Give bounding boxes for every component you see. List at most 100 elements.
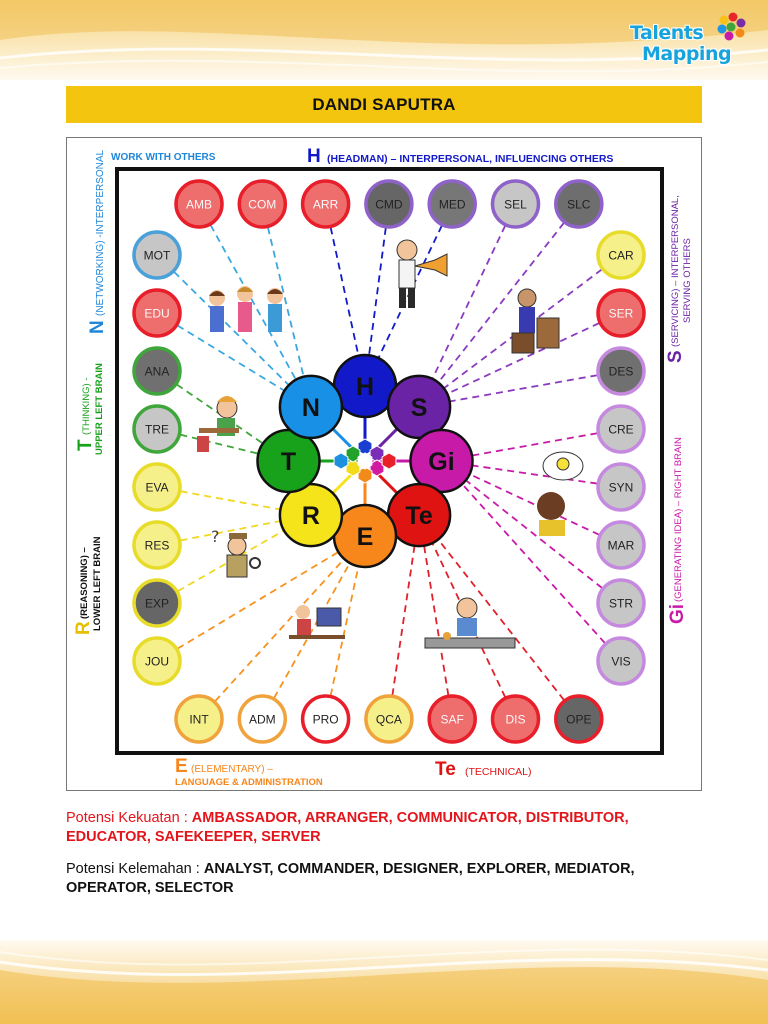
connector-eva bbox=[156, 486, 312, 516]
talent-node-amb: AMB bbox=[174, 179, 224, 229]
svg-text:DES: DES bbox=[609, 365, 634, 379]
work-with-others-label: WORK WITH OTHERS bbox=[111, 152, 216, 163]
strength-potential: Potensi Kekuatan : AMBASSADOR, ARRANGER,… bbox=[66, 809, 702, 847]
talents-map-diagram: WORK WITH OTHERS H (HEADMAN) – INTERPERS… bbox=[73, 146, 693, 788]
talent-node-exp: EXP bbox=[132, 578, 182, 628]
connector-slc bbox=[418, 203, 580, 408]
talent-node-car: CAR bbox=[596, 230, 646, 280]
reasoning-label: (REASONING) – bbox=[79, 547, 90, 619]
porter-luggage-illustration bbox=[511, 288, 560, 354]
talent-node-mar: MAR bbox=[596, 520, 646, 570]
svg-text:T: T bbox=[281, 448, 296, 476]
svg-text:CMD: CMD bbox=[375, 198, 403, 212]
connector-jou bbox=[156, 535, 366, 662]
s-letter: S bbox=[665, 350, 686, 363]
talent-node-str: STR bbox=[596, 578, 646, 628]
connector-mot bbox=[156, 254, 312, 408]
strength-value: AMBASSADOR, ARRANGER, COMMUNICATOR, DIST… bbox=[66, 810, 629, 845]
talent-node-arr: ARR bbox=[300, 179, 351, 229]
svg-text:Gi: Gi bbox=[428, 448, 454, 476]
weakness-label: Potensi Kelemahan : bbox=[66, 861, 200, 877]
strength-label: Potensi Kekuatan : bbox=[66, 810, 188, 826]
idea-lightbulb-illustration bbox=[537, 451, 584, 536]
talent-node-ope: OPE bbox=[554, 694, 604, 744]
person-name: DANDI SAPUTRA bbox=[312, 94, 456, 114]
n-letter: N bbox=[87, 320, 108, 334]
gi-letter: Gi bbox=[667, 604, 688, 624]
cluster-h: H bbox=[332, 353, 398, 419]
svg-text:OPE: OPE bbox=[566, 713, 591, 727]
talent-node-cre: CRE bbox=[596, 404, 646, 454]
computer-worker-illustration bbox=[289, 605, 345, 639]
talent-node-vis: VIS bbox=[596, 636, 646, 686]
footer-decoration bbox=[0, 940, 768, 1024]
talent-node-com: COM bbox=[237, 179, 288, 229]
logo-line1: Talents bbox=[630, 22, 704, 44]
talent-node-sel: SEL bbox=[490, 179, 541, 229]
svg-text:R: R bbox=[302, 502, 320, 530]
svg-text:AMB: AMB bbox=[186, 198, 212, 212]
weakness-value: ANALYST, COMMANDER, DESIGNER, EXPLORER, … bbox=[66, 861, 635, 896]
talent-node-res: RES bbox=[132, 520, 182, 570]
svg-text:SLC: SLC bbox=[567, 198, 591, 212]
cluster-te: Te bbox=[386, 482, 452, 548]
svg-text:Te: Te bbox=[405, 502, 432, 530]
svg-text:S: S bbox=[411, 394, 428, 422]
talents-mapping-logo: Talents Mapping bbox=[626, 12, 751, 70]
svg-text:DIS: DIS bbox=[505, 713, 525, 727]
te-letter: Te bbox=[435, 759, 456, 780]
cluster-s: S bbox=[386, 374, 452, 440]
talent-node-int: INT bbox=[174, 694, 224, 744]
svg-text:EXP: EXP bbox=[145, 597, 169, 611]
t-letter: T bbox=[75, 439, 96, 451]
connector-saf bbox=[418, 514, 454, 720]
logo-hexagon-icon bbox=[717, 12, 746, 41]
team-illustration bbox=[209, 286, 283, 332]
header-decoration bbox=[0, 0, 768, 80]
e-letter: E bbox=[175, 756, 188, 777]
headman-megaphone-illustration bbox=[396, 239, 448, 308]
talent-node-med: MED bbox=[427, 179, 477, 229]
elementary-label: (ELEMENTARY) – bbox=[191, 764, 273, 775]
connector-syn bbox=[441, 460, 622, 488]
svg-text:INT: INT bbox=[189, 713, 209, 727]
svg-text:TRE: TRE bbox=[145, 423, 169, 437]
board-border bbox=[115, 167, 664, 755]
talent-node-adm: ADM bbox=[237, 694, 288, 744]
connector-str bbox=[440, 460, 622, 604]
talent-node-ser: SER bbox=[596, 288, 646, 338]
talent-node-slc: SLC bbox=[554, 179, 604, 229]
talent-node-des: DES bbox=[596, 346, 646, 396]
cluster-e: E bbox=[332, 503, 398, 569]
svg-text:SYN: SYN bbox=[609, 481, 634, 495]
talent-node-saf: SAF bbox=[427, 694, 477, 744]
cluster-t: T bbox=[256, 428, 321, 494]
connector-cre bbox=[441, 428, 622, 462]
cluster-r: R bbox=[278, 482, 344, 548]
connector-ser bbox=[418, 312, 622, 408]
talent-node-mot: MOT bbox=[132, 230, 182, 280]
headman-label: (HEADMAN) – INTERPERSONAL, INFLUENCING O… bbox=[327, 153, 613, 165]
connector-adm bbox=[261, 535, 366, 720]
svg-text:ANA: ANA bbox=[145, 365, 170, 379]
thinking-label: (THINKING) - bbox=[81, 377, 92, 435]
talent-node-syn: SYN bbox=[596, 462, 646, 512]
svg-text:N: N bbox=[302, 394, 320, 422]
connector-vis bbox=[440, 460, 622, 662]
weakness-potential: Potensi Kelemahan : ANALYST, COMMANDER, … bbox=[66, 860, 702, 898]
svg-text:SAF: SAF bbox=[441, 713, 464, 727]
svg-text:SER: SER bbox=[609, 307, 634, 321]
lower-left-brain-label: LOWER LEFT BRAIN bbox=[92, 536, 103, 631]
generating-idea-label: (GENERATING IDEA) – RIGHT BRAIN bbox=[673, 437, 684, 602]
svg-text:ARR: ARR bbox=[313, 198, 339, 212]
svg-text:MED: MED bbox=[439, 198, 466, 212]
svg-text:EVA: EVA bbox=[145, 481, 168, 495]
connector-qca bbox=[388, 514, 420, 720]
svg-text:RES: RES bbox=[145, 539, 170, 553]
connector-com bbox=[261, 203, 312, 408]
svg-text:PRO: PRO bbox=[313, 713, 339, 727]
svg-text:CRE: CRE bbox=[608, 423, 633, 437]
svg-text:H: H bbox=[356, 373, 374, 401]
svg-text:VIS: VIS bbox=[611, 655, 630, 669]
